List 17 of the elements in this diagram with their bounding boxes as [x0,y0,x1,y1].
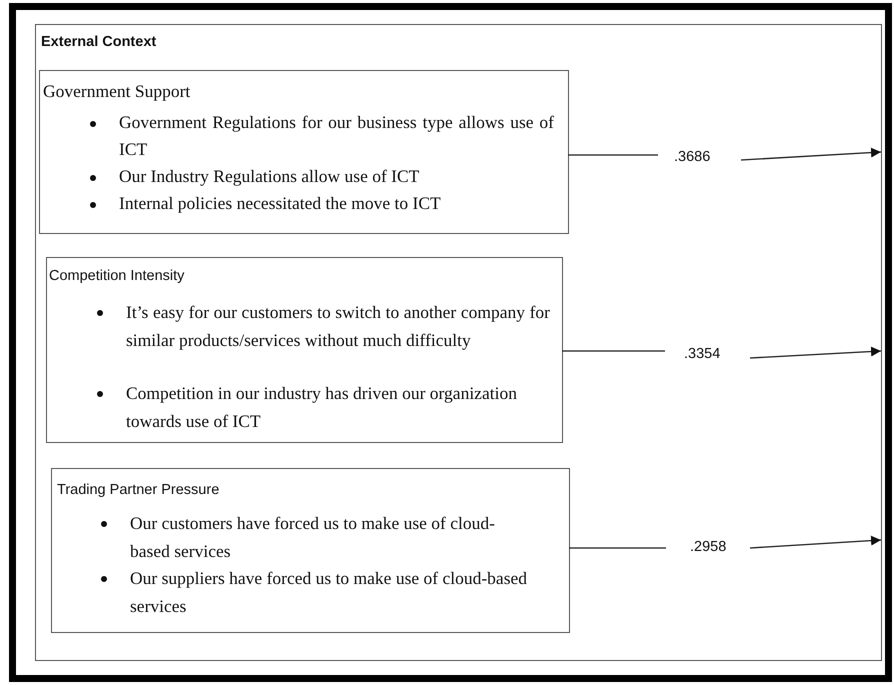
factor-heading: Competition Intensity [49,268,184,284]
bullet-text: Our suppliers have forced us to make use of cloud-based services [130,567,528,618]
factor-box [46,257,563,443]
factor-box [51,468,570,633]
bullet-text: Competition in our industry has driven our organization towards use of ICT [126,382,518,433]
arrow [561,346,882,359]
bullet-text: Government Regulations for our business type allows use of ICT [119,111,554,161]
bullet-text: It’s easy for our customers to switch to another company for similar products/services without much difficulty [126,301,550,352]
bullet-text: Our Industry Regulations allow use of ICT [119,165,420,188]
panel-heading: External Context [41,34,156,50]
factor-heading: Trading Partner Pressure [57,482,220,498]
arrow [568,536,882,549]
bullet-text: Our customers have forced us to make use of cloud-based services [130,512,496,563]
factor-heading: Government Support [43,81,190,102]
factor-box [39,70,569,234]
arrow [567,148,882,161]
bullet-text: Internal policies necessitated the move to ICT [119,192,442,215]
